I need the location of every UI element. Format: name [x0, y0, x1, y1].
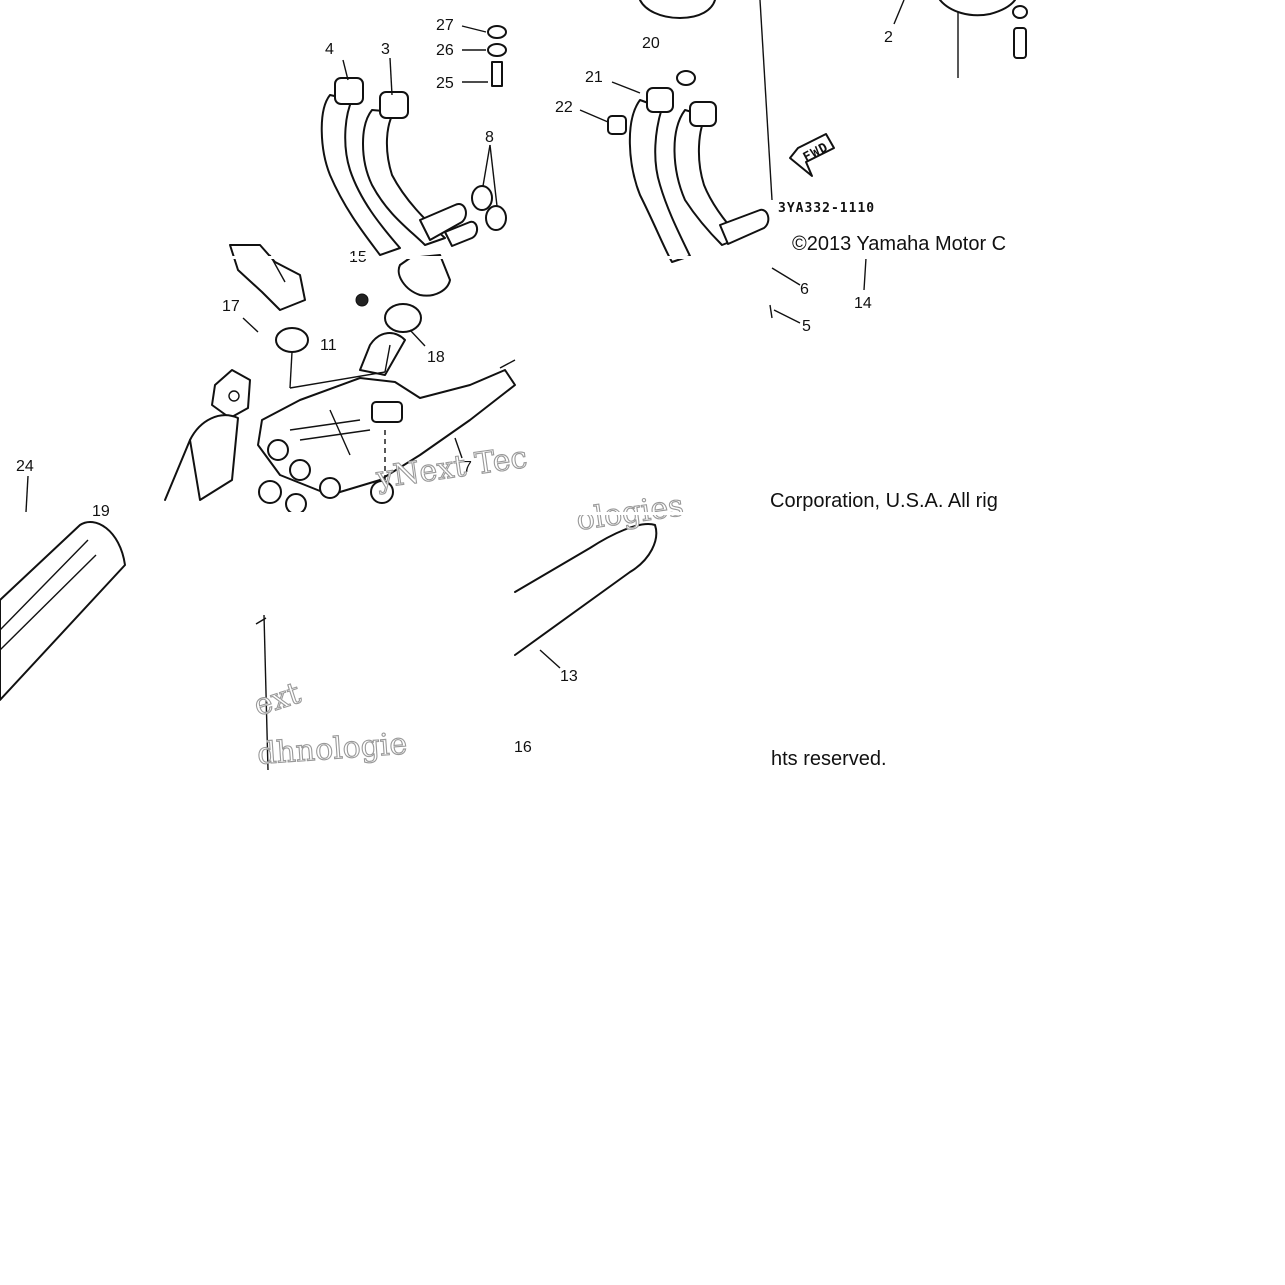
callout-14: 14 [854, 295, 872, 312]
callout-8: 8 [485, 129, 494, 146]
callout-11: 11 [320, 337, 337, 354]
muffler-assembly [229, 244, 516, 515]
callout-19: 19 [92, 503, 110, 520]
cover-fragment-2 [639, 0, 1028, 78]
copyright-line-3: hts reserved. [771, 748, 887, 770]
callout-17: 17 [222, 298, 240, 315]
leaders-5-6-14 [769, 257, 867, 324]
callout-21: 21 [585, 69, 603, 86]
watermark-fragment-4: dhnologie [256, 727, 408, 772]
callout-6: 6 [800, 281, 809, 298]
muffler-tube-19-24 [0, 475, 126, 701]
callout-24: 24 [16, 458, 34, 475]
header-pipes-right [579, 0, 773, 263]
callout-22: 22 [555, 99, 573, 116]
bracket-17 [164, 369, 251, 501]
diagram-part-code: 3YA332-1110 [778, 201, 875, 216]
callout-18: 18 [427, 349, 445, 366]
callout-25: 25 [436, 75, 454, 92]
collars-8 [471, 144, 507, 231]
copyright-line-1: ©2013 Yamaha Motor C [792, 233, 1006, 255]
callout-5: 5 [802, 318, 811, 335]
callout-16: 16 [514, 739, 532, 756]
callout-27: 27 [436, 17, 454, 34]
callout-20: 20 [642, 35, 660, 52]
header-pipes-left [320, 57, 478, 256]
callout-7: 7 [463, 459, 472, 476]
callout-labels: 27 26 25 4 3 20 21 22 2 8 6 5 14 15 17 1… [16, 17, 893, 756]
callout-2: 2 [884, 29, 893, 46]
fwd-arrow-icon: FWD [789, 133, 835, 177]
callout-4: 4 [325, 41, 334, 58]
callout-26: 26 [436, 42, 454, 59]
copyright-notice: ©2013 Yamaha Motor C Corporation, U.S.A.… [770, 233, 1006, 770]
bolt-stack-25-27 [461, 25, 507, 87]
tile-seams [0, 0, 1030, 515]
callout-13: 13 [560, 668, 578, 685]
watermark-fragment-3: ext [250, 676, 305, 724]
muffler-tube-13 [255, 523, 658, 771]
copyright-line-2: Corporation, U.S.A. All rig [770, 490, 998, 512]
callout-3: 3 [381, 41, 390, 58]
